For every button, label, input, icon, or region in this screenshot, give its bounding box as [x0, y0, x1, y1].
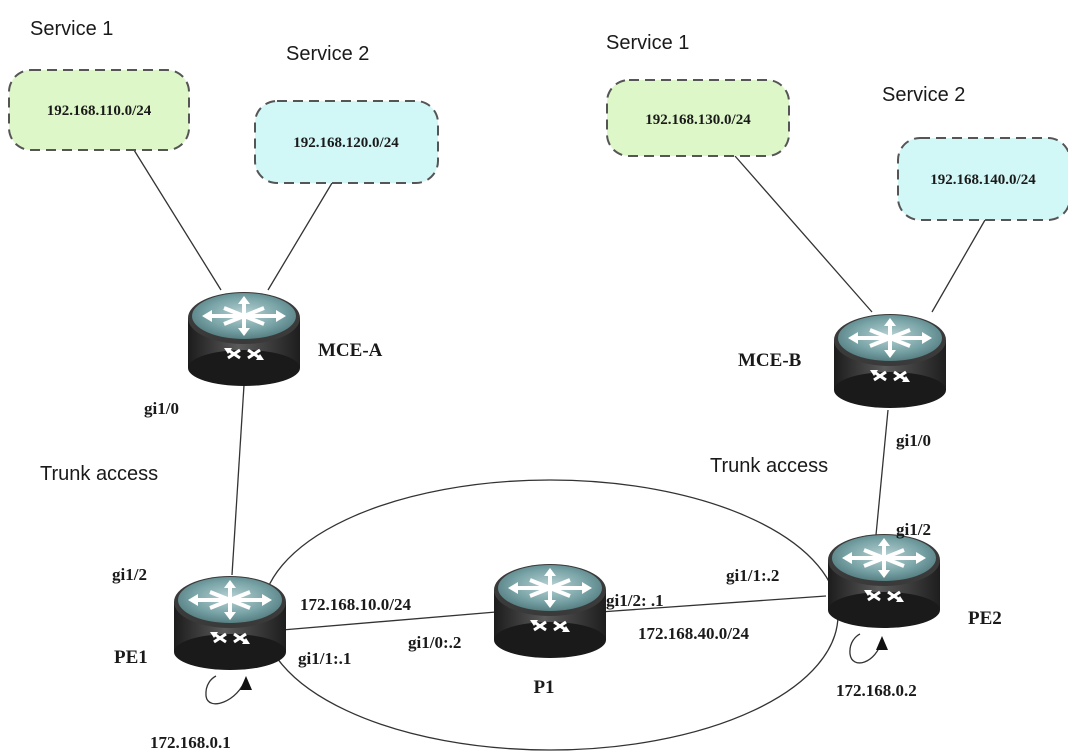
service2-right-subnet: 192.168.140.0/24 — [930, 172, 1036, 188]
subnet-p1-pe2-label: 172.168.40.0/24 — [638, 624, 749, 643]
link-mce-b-pe2 — [875, 409, 889, 536]
link-mce-b-service2 — [931, 219, 986, 313]
mce-b-router-icon — [832, 312, 948, 410]
service1-right-subnet: 192.168.130.0/24 — [645, 112, 751, 128]
pe1-gi11-label: gi1/1:.1 — [298, 649, 351, 668]
pe2-name: PE2 — [968, 608, 1002, 629]
link-mce-a-pe1 — [231, 384, 245, 576]
pe1-loopback-ip: 172.168.0.1 — [150, 733, 231, 752]
subnet-pe1-p1-label: 172.168.10.0/24 — [300, 595, 411, 614]
mce-b-name: MCE-B — [738, 350, 802, 371]
pe1-gi12-label: gi1/2 — [112, 565, 147, 584]
trunk-access-left-label: Trunk access — [40, 463, 158, 485]
service2-right-network — [897, 137, 1068, 221]
link-pe1-p1 — [281, 611, 497, 631]
link-mce-a-service2 — [267, 182, 333, 291]
link-p1-pe2 — [599, 595, 827, 613]
service2-left-network — [254, 100, 439, 184]
service1-left-label: Service 1 — [30, 18, 113, 40]
service2-right-label: Service 2 — [882, 84, 965, 106]
service1-left-subnet: 192.168.110.0/24 — [47, 103, 152, 119]
p1-router-icon — [492, 562, 608, 660]
pe2-loopback-ip: 172.168.0.2 — [836, 681, 917, 700]
link-mce-b-service1 — [734, 155, 873, 313]
service1-right-label: Service 1 — [606, 32, 689, 54]
pe2-loopback-arrow-icon — [849, 633, 888, 664]
mce-a-router-icon — [186, 290, 302, 388]
mce-a-name: MCE-A — [318, 340, 383, 361]
p1-name: P1 — [533, 677, 554, 698]
pe1-loopback-arrow-icon — [205, 675, 252, 705]
link-mce-a-service1 — [133, 149, 222, 291]
service1-left-network — [8, 69, 190, 151]
trunk-access-right-label: Trunk access — [710, 455, 828, 477]
service2-left-subnet: 192.168.120.0/24 — [293, 135, 399, 151]
pe1-router-icon — [172, 574, 288, 672]
mce-b-port-label: gi1/0 — [896, 431, 931, 450]
mce-a-port-label: gi1/0 — [144, 399, 179, 418]
pe1-name: PE1 — [114, 647, 148, 668]
pe2-gi11-label: gi1/1:.2 — [726, 566, 779, 585]
service1-right-network — [606, 79, 790, 157]
pe2-gi12-label: gi1/2 — [896, 520, 931, 539]
service2-left-label: Service 2 — [286, 43, 369, 65]
pe2-router-icon — [826, 532, 942, 630]
p1-gi12-label: gi1/2: .1 — [606, 591, 664, 610]
p1-gi10-label: gi1/0:.2 — [408, 633, 461, 652]
